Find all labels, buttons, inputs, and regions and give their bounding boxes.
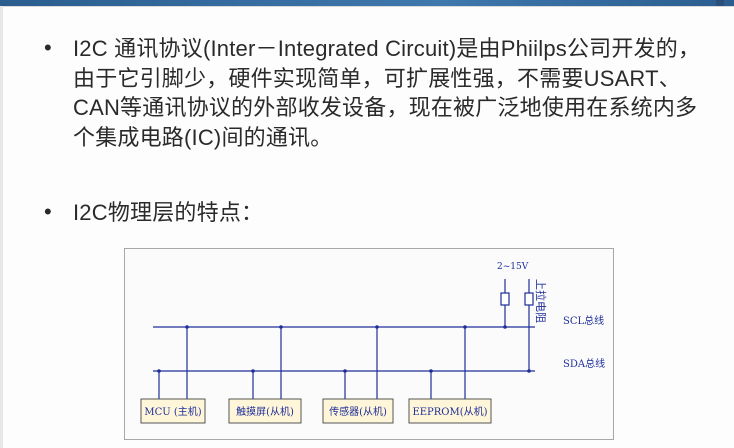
device-mcu-label: MCU (主机)	[144, 405, 201, 418]
pullup-resistor-sda	[524, 292, 534, 306]
i2c-bus-svg: SCL总线 SDA总线 2~15V 上拉电阻 MCU (主机)	[140, 262, 605, 424]
corner-accent	[716, 0, 724, 6]
device-touchscreen: 触摸屏(从机)	[228, 325, 302, 424]
junction-dot	[527, 369, 531, 373]
device-touchscreen-label: 触摸屏(从机)	[236, 405, 294, 418]
pullup-resistor-label: 上拉电阻	[534, 279, 548, 323]
device-mcu: MCU (主机)	[140, 325, 206, 424]
left-edge-shadow	[0, 6, 3, 448]
junction-dot	[503, 325, 507, 329]
i2c-description-paragraph: I2C 通讯协议(Inter－Integrated Circuit)是由Phii…	[73, 36, 701, 150]
header-separator	[0, 6, 734, 7]
device-sensor: 传感器(从机)	[322, 325, 394, 424]
pullup-resistor-scl	[500, 292, 510, 306]
device-eeprom: EEPROM(从机)	[408, 325, 492, 424]
device-eeprom-label: EEPROM(从机)	[412, 405, 487, 418]
voltage-label: 2~15V	[497, 262, 529, 272]
device-sensor-label: 传感器(从机)	[329, 405, 387, 418]
physical-layer-heading: I2C物理层的特点：	[73, 200, 264, 225]
bullet-marker: •	[44, 35, 52, 60]
scl-bus-label: SCL总线	[563, 314, 604, 327]
i2c-bus-diagram: SCL总线 SDA总线 2~15V 上拉电阻 MCU (主机)	[124, 248, 614, 440]
bullet-marker: •	[44, 199, 52, 224]
sda-bus-label: SDA总线	[563, 357, 605, 370]
slide-header-bar	[0, 0, 734, 6]
